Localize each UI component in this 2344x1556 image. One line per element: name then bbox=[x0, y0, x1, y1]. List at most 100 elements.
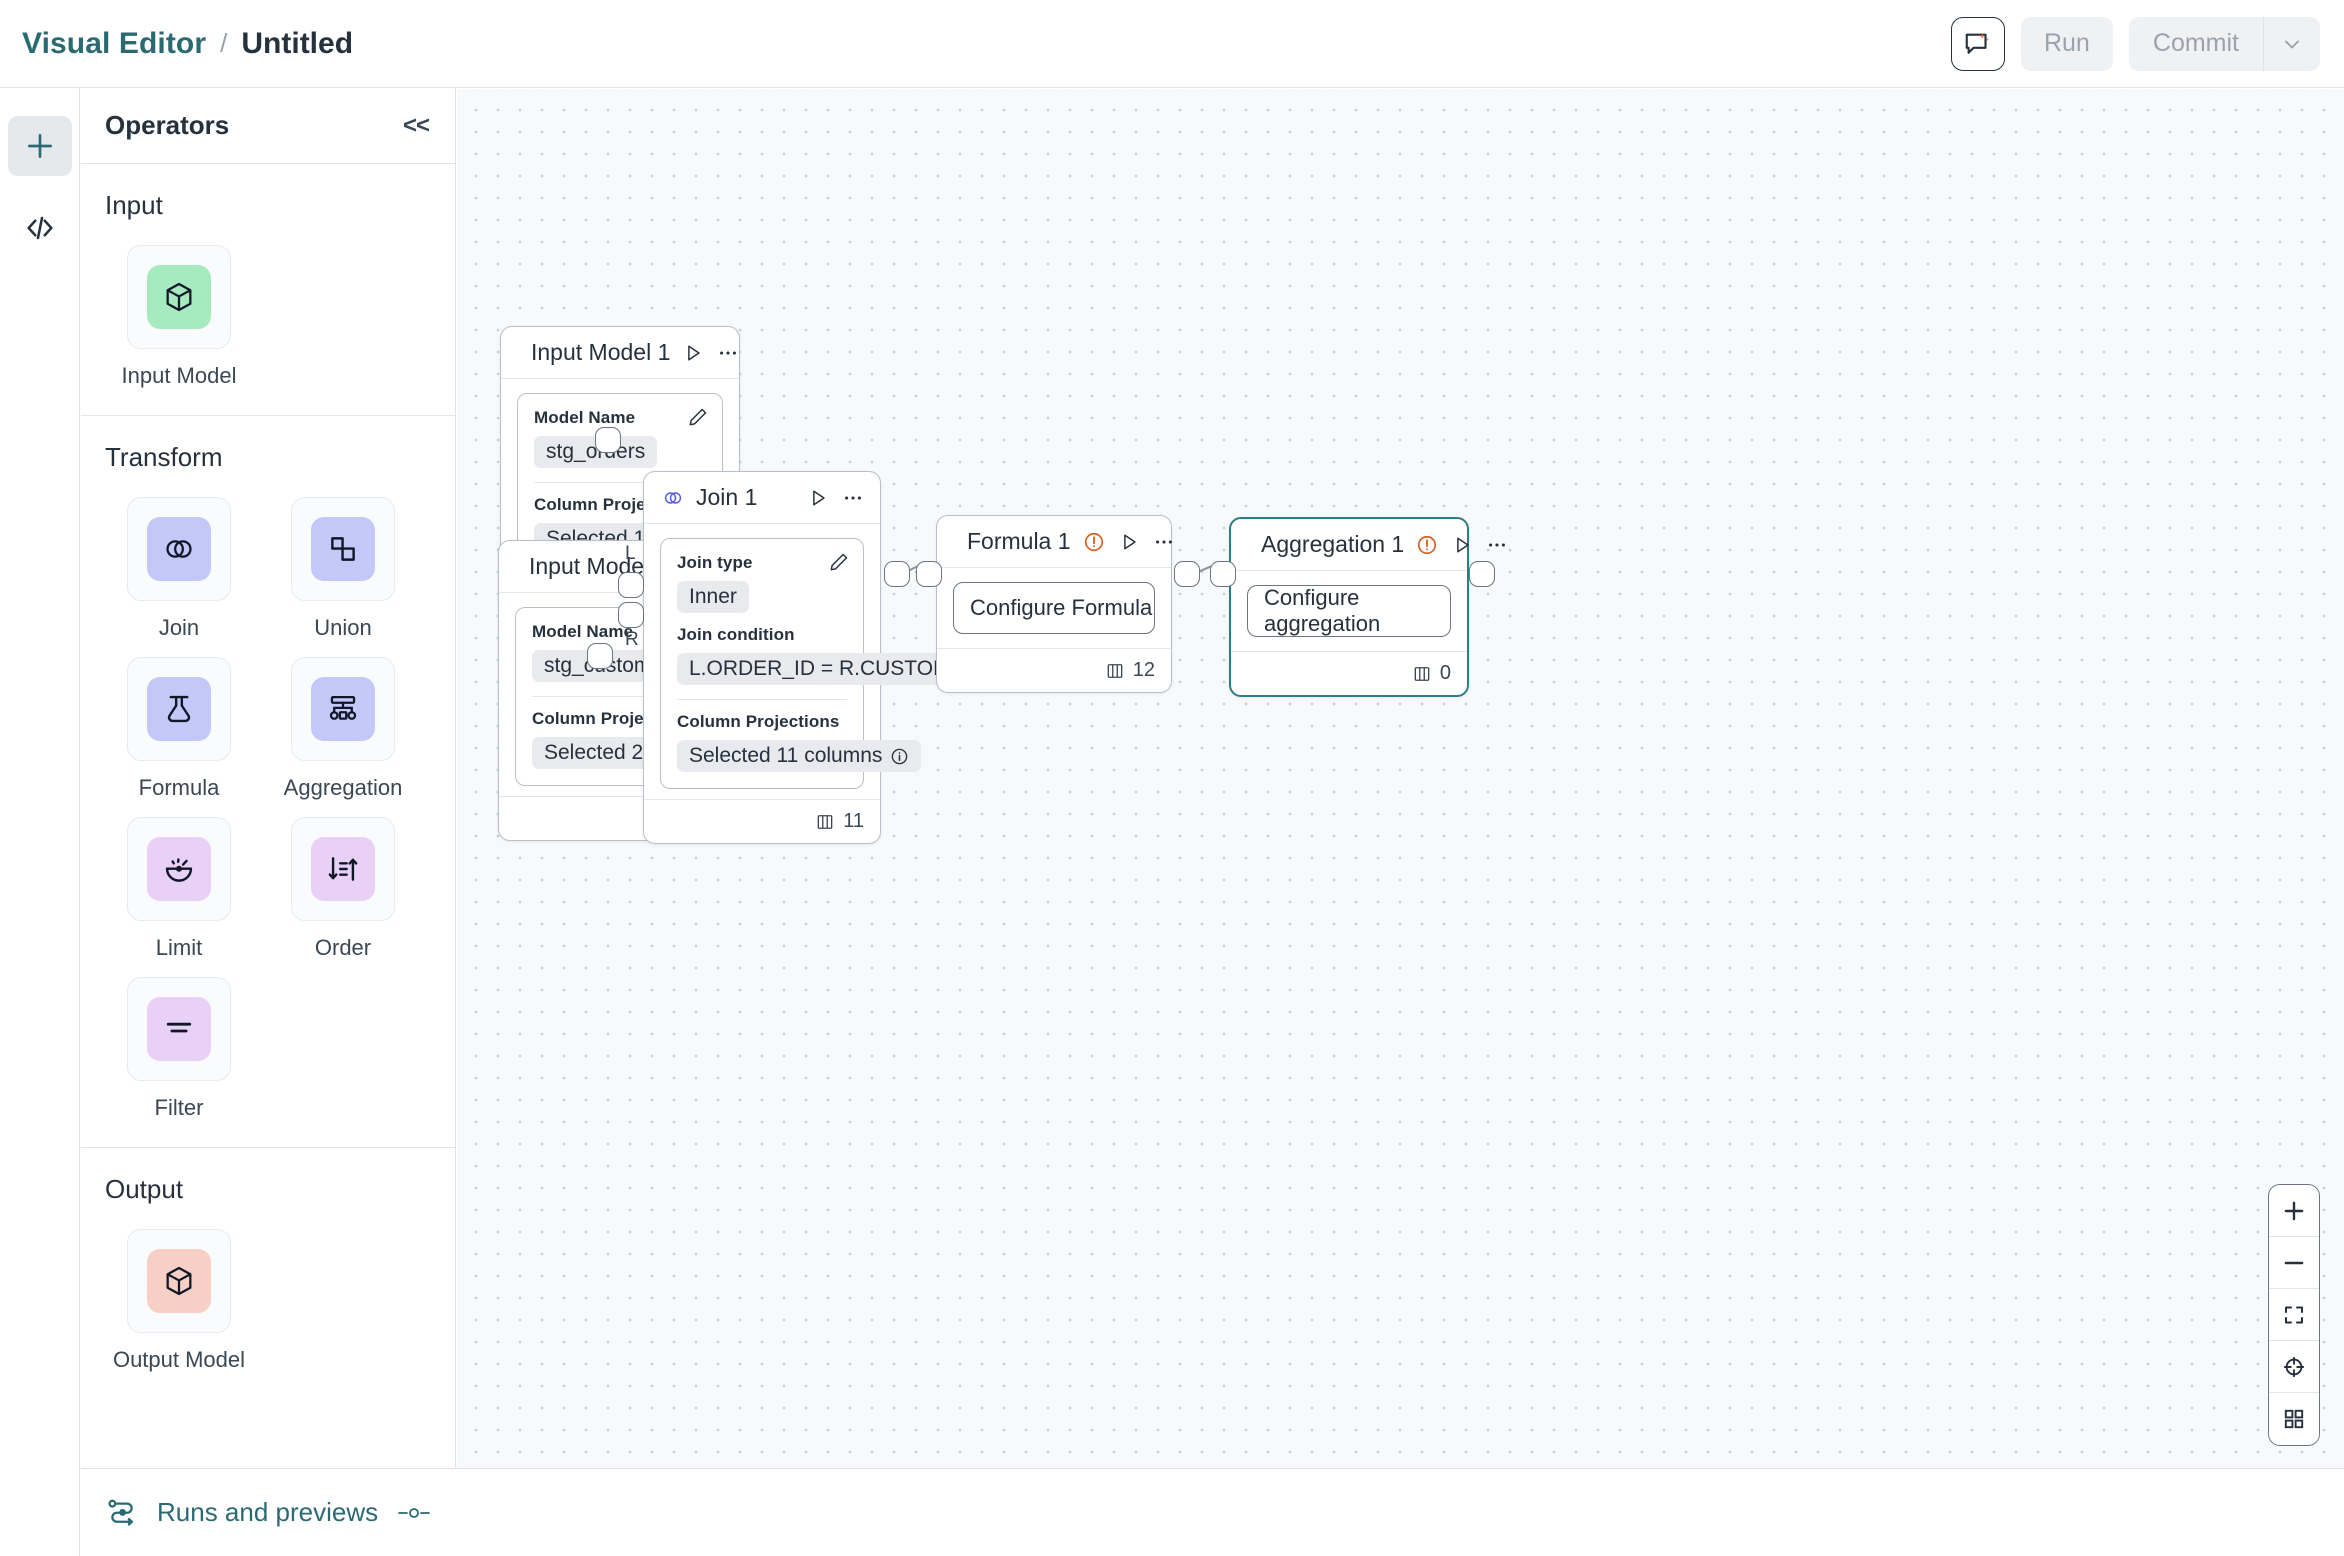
operator-label: Input Model bbox=[121, 363, 237, 388]
input-port-formula-1[interactable] bbox=[916, 561, 942, 587]
breadcrumb: Visual Editor / Untitled bbox=[22, 27, 353, 61]
add-operator-button[interactable] bbox=[7, 116, 72, 176]
operator-label: Formula bbox=[138, 775, 220, 800]
collapse-panel-button[interactable]: << bbox=[402, 111, 430, 139]
toggle-grid-button[interactable] bbox=[2269, 1393, 2319, 1445]
more-options-icon[interactable] bbox=[842, 487, 864, 509]
crosshair-icon bbox=[2283, 1356, 2305, 1377]
operator-filter[interactable]: Filter bbox=[105, 977, 253, 1121]
node-join-1[interactable]: Join 1 Join type Inner Join condition L.… bbox=[643, 471, 1025, 844]
commit-dropdown-button[interactable] bbox=[2264, 17, 2320, 71]
play-icon[interactable] bbox=[1118, 531, 1140, 553]
field-divider bbox=[534, 482, 706, 483]
node-header: Aggregation 1 bbox=[1231, 519, 1506, 571]
operators-panel-header: Operators << bbox=[81, 88, 455, 164]
operator-union[interactable]: Union bbox=[269, 497, 417, 641]
operator-tile bbox=[127, 245, 231, 349]
runs-flow-icon bbox=[108, 1499, 134, 1526]
operator-tile bbox=[127, 497, 231, 601]
node-body: Join type Inner Join condition L.ORDER_I… bbox=[644, 524, 1025, 799]
commit-button[interactable]: Commit bbox=[2129, 16, 2264, 71]
operator-label: Union bbox=[314, 615, 372, 640]
port-label-left: L bbox=[625, 543, 636, 564]
more-options-icon[interactable] bbox=[717, 342, 739, 364]
slider-toggle-icon[interactable] bbox=[396, 1502, 432, 1524]
output-port-input-model-1[interactable] bbox=[595, 427, 621, 453]
operator-aggregation[interactable]: Aggregation bbox=[269, 657, 417, 801]
page-title: Untitled bbox=[241, 26, 354, 60]
output-port-aggregation-1[interactable] bbox=[1469, 561, 1495, 587]
column-count: 11 bbox=[843, 810, 864, 832]
ai-assistant-button[interactable] bbox=[1950, 16, 2005, 71]
node-formula-1[interactable]: Formula 1 Configure Formula bbox=[936, 515, 1172, 693]
columns-icon bbox=[1414, 666, 1430, 681]
operator-order[interactable]: Order bbox=[269, 817, 417, 961]
chevron-down-icon bbox=[2285, 40, 2299, 48]
code-view-button[interactable] bbox=[8, 198, 72, 258]
configure-aggregation-button[interactable]: Configure aggregation bbox=[1247, 585, 1451, 637]
section-title-transform: Transform bbox=[105, 442, 223, 472]
operator-label: Order bbox=[314, 935, 372, 960]
warning-icon[interactable] bbox=[1416, 534, 1438, 556]
operator-chip bbox=[311, 517, 375, 581]
node-title: Formula 1 bbox=[967, 528, 1071, 554]
union-shapes-icon bbox=[331, 537, 355, 561]
info-icon[interactable] bbox=[890, 747, 909, 766]
limit-gauge-icon bbox=[165, 858, 193, 882]
plus-icon bbox=[2284, 1201, 2304, 1220]
operator-output-model[interactable]: Output Model bbox=[105, 1229, 253, 1373]
zoom-out-button[interactable] bbox=[2269, 1237, 2319, 1289]
operator-section-output: Output Output Model bbox=[81, 1148, 455, 1399]
flow-canvas[interactable]: Input Model 1 Model Name stg_orders Colu… bbox=[457, 89, 2344, 1468]
play-icon[interactable] bbox=[1451, 534, 1473, 556]
venn-circles-icon bbox=[664, 491, 682, 504]
operator-tile bbox=[291, 817, 395, 921]
fit-view-button[interactable] bbox=[2269, 1289, 2319, 1341]
run-button[interactable]: Run bbox=[2020, 16, 2113, 71]
operator-chip bbox=[147, 677, 211, 741]
venn-circles-icon bbox=[166, 540, 192, 558]
column-count: 0 bbox=[1439, 662, 1451, 684]
operator-chip bbox=[147, 265, 211, 329]
node-aggregation-1[interactable]: Aggregation 1 Configure aggregation bbox=[1229, 517, 1506, 697]
node-config-card[interactable]: Join type Inner Join condition L.ORDER_I… bbox=[660, 538, 1025, 789]
breadcrumb-separator: / bbox=[220, 28, 228, 58]
flask-icon bbox=[167, 695, 191, 723]
output-port-formula-1[interactable] bbox=[1174, 561, 1200, 587]
operator-tile bbox=[127, 817, 231, 921]
edit-pencil-icon[interactable] bbox=[828, 551, 850, 573]
output-port-join-1[interactable] bbox=[884, 561, 910, 587]
section-title-input: Input bbox=[105, 190, 163, 220]
columns-icon bbox=[1107, 663, 1123, 678]
operator-chip bbox=[311, 677, 375, 741]
field-value-join-type: Inner bbox=[677, 581, 749, 613]
input-port-join-left[interactable] bbox=[618, 572, 644, 598]
configure-formula-button[interactable]: Configure Formula bbox=[953, 582, 1155, 634]
runs-and-previews-label[interactable]: Runs and previews bbox=[157, 1497, 379, 1527]
code-brackets-icon bbox=[26, 216, 53, 240]
aggregation-tree-icon bbox=[329, 695, 357, 720]
node-title: Join 1 bbox=[696, 484, 758, 510]
warning-icon[interactable] bbox=[1083, 531, 1105, 553]
play-icon[interactable] bbox=[807, 487, 829, 509]
zoom-in-button[interactable] bbox=[2269, 1185, 2319, 1237]
more-options-icon[interactable] bbox=[1153, 531, 1175, 553]
edit-pencil-icon[interactable] bbox=[687, 406, 709, 428]
operator-input-model[interactable]: Input Model bbox=[105, 245, 253, 389]
center-view-button[interactable] bbox=[2269, 1341, 2319, 1393]
node-header: Join 1 bbox=[644, 472, 880, 524]
field-label-model-name: Model Name bbox=[534, 408, 636, 427]
input-port-join-right[interactable] bbox=[618, 602, 644, 628]
operator-join[interactable]: Join bbox=[105, 497, 253, 641]
field-label-column-projections: Column Projections bbox=[677, 712, 840, 731]
output-port-input-model-2[interactable] bbox=[587, 643, 613, 669]
input-port-aggregation-1[interactable] bbox=[1210, 561, 1236, 587]
more-options-icon[interactable] bbox=[1486, 534, 1508, 556]
operator-formula[interactable]: Formula bbox=[105, 657, 253, 801]
operators-panel: Operators << Input Input Model Transform bbox=[81, 88, 456, 1468]
breadcrumb-root-link[interactable]: Visual Editor bbox=[22, 26, 207, 60]
node-title: Input Model 1 bbox=[531, 339, 671, 365]
operator-limit[interactable]: Limit bbox=[105, 817, 253, 961]
node-footer: 0 bbox=[1231, 651, 1467, 695]
play-icon[interactable] bbox=[682, 342, 704, 364]
